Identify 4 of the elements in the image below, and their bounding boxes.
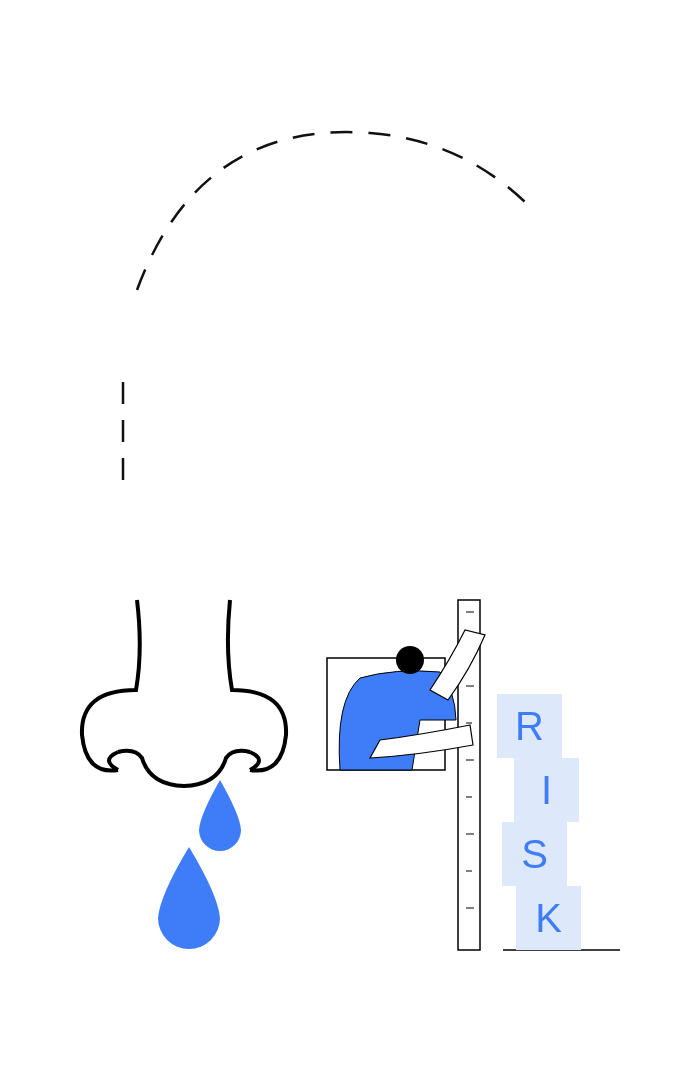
letter-block: I bbox=[514, 758, 579, 822]
letter-block: S bbox=[502, 822, 567, 886]
letter-block: R bbox=[497, 694, 562, 758]
letter-block: K bbox=[516, 886, 581, 950]
